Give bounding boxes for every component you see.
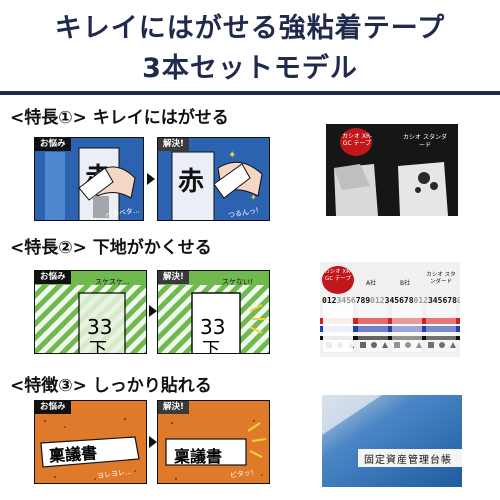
photo-label-a-company: A社: [366, 280, 377, 287]
solution-tag: 解決!: [158, 271, 189, 284]
svg-text:✦: ✦: [250, 193, 257, 202]
problem-tag: お悩み: [35, 138, 71, 151]
solution-label: 稟議書: [174, 447, 223, 466]
solution-tag: 解決!: [158, 401, 189, 414]
feature-1-heading: <特長①> キレイにはがせる: [10, 108, 229, 128]
digit-group: 012: [370, 296, 385, 305]
feature-3-solution-panel: 解決! 稟議書 ピタッ!: [157, 400, 270, 484]
digit-group: 678: [399, 296, 414, 305]
photo-label-text: 固定資産管理台帳: [364, 455, 452, 466]
feature-1-photo: カシオ XR-GC テープ カシオ スタンダード: [326, 124, 458, 216]
photo-digit-strip: 0123456789012345678012345678012345: [322, 296, 460, 305]
arrow-2: [149, 305, 157, 317]
wrinkled-label-illustration: [35, 401, 146, 483]
solution-tag: 解決!: [158, 138, 189, 151]
firm-label-illustration: [158, 401, 269, 483]
photo-label-casio-xrgc: カシオ XR-GC テープ: [341, 133, 373, 147]
feature-1-solution-panel: 解決! 赤 ✦ ✦ つるんっ!: [157, 137, 270, 221]
feature-1-problem-panel: お悩み 赤 ベタベタ...: [34, 137, 144, 221]
photo-label-b-company: B社: [400, 280, 411, 287]
see-through-illustration: [35, 271, 146, 353]
digit-group: 3456: [336, 296, 356, 305]
feature-3-heading: <特徴③> しっかり貼れる: [10, 376, 212, 396]
label-on-surface-photo: [322, 395, 462, 487]
digit-group: 012: [322, 296, 337, 305]
peeled-labels-photo: [326, 124, 458, 216]
photo-label-casio-standard: カシオ スタンダード: [403, 134, 447, 149]
number-text: 33: [87, 315, 113, 339]
feature-2-solution-panel: 解決! 33 下 スケない!: [157, 270, 270, 354]
feature-2-heading: <特長②> 下地がかくせる: [10, 238, 212, 258]
solution-caption: スケない!: [222, 278, 253, 286]
header-divider: [0, 91, 500, 95]
problem-tag: お悩み: [35, 401, 71, 414]
digit-group: 345: [427, 296, 443, 305]
tape-comparison-photo: [320, 262, 460, 357]
problem-label: 稟議書: [48, 443, 98, 466]
digit-group: 012: [456, 296, 460, 305]
headline-line-2: 3本セットモデル: [142, 53, 358, 84]
problem-caption: スケスケ...: [95, 278, 130, 286]
problem-tag: お悩み: [35, 271, 71, 284]
feature-3-photo: 固定資産管理台帳: [322, 395, 462, 487]
feature-2-photo: カシオ XR-GC テープ A社 B社 カシオ スタンダード 012345678…: [320, 262, 460, 357]
peeling-tape-illustration: 赤: [35, 138, 143, 220]
arrow-1: [147, 173, 155, 185]
photo-label-casio-standard: カシオ スタンダード: [426, 272, 456, 285]
digit-group: 678: [442, 296, 457, 305]
headline-line-1: キレイにはがせる強粘着テープ: [54, 13, 446, 44]
svg-text:赤: 赤: [178, 167, 204, 197]
photo-label-casio-xrgc: カシオ XR-GC テープ: [324, 269, 352, 282]
clean-peel-illustration: 赤 ✦ ✦: [158, 138, 269, 220]
under-char: 下: [89, 339, 107, 354]
digit-group: 012: [413, 296, 428, 305]
arrow-3: [149, 436, 157, 448]
digit-group: 789: [355, 296, 371, 305]
number-text: 33: [200, 315, 226, 339]
feature-3-problem-panel: お悩み 稟議書 ヨレヨレ...: [34, 400, 147, 484]
hidden-background-illustration: [158, 271, 269, 353]
digit-group: 345: [384, 296, 400, 305]
under-char: 下: [202, 339, 220, 354]
svg-text:✦: ✦: [228, 150, 236, 161]
feature-2-problem-panel: お悩み 33 下 スケスケ...: [34, 270, 147, 354]
